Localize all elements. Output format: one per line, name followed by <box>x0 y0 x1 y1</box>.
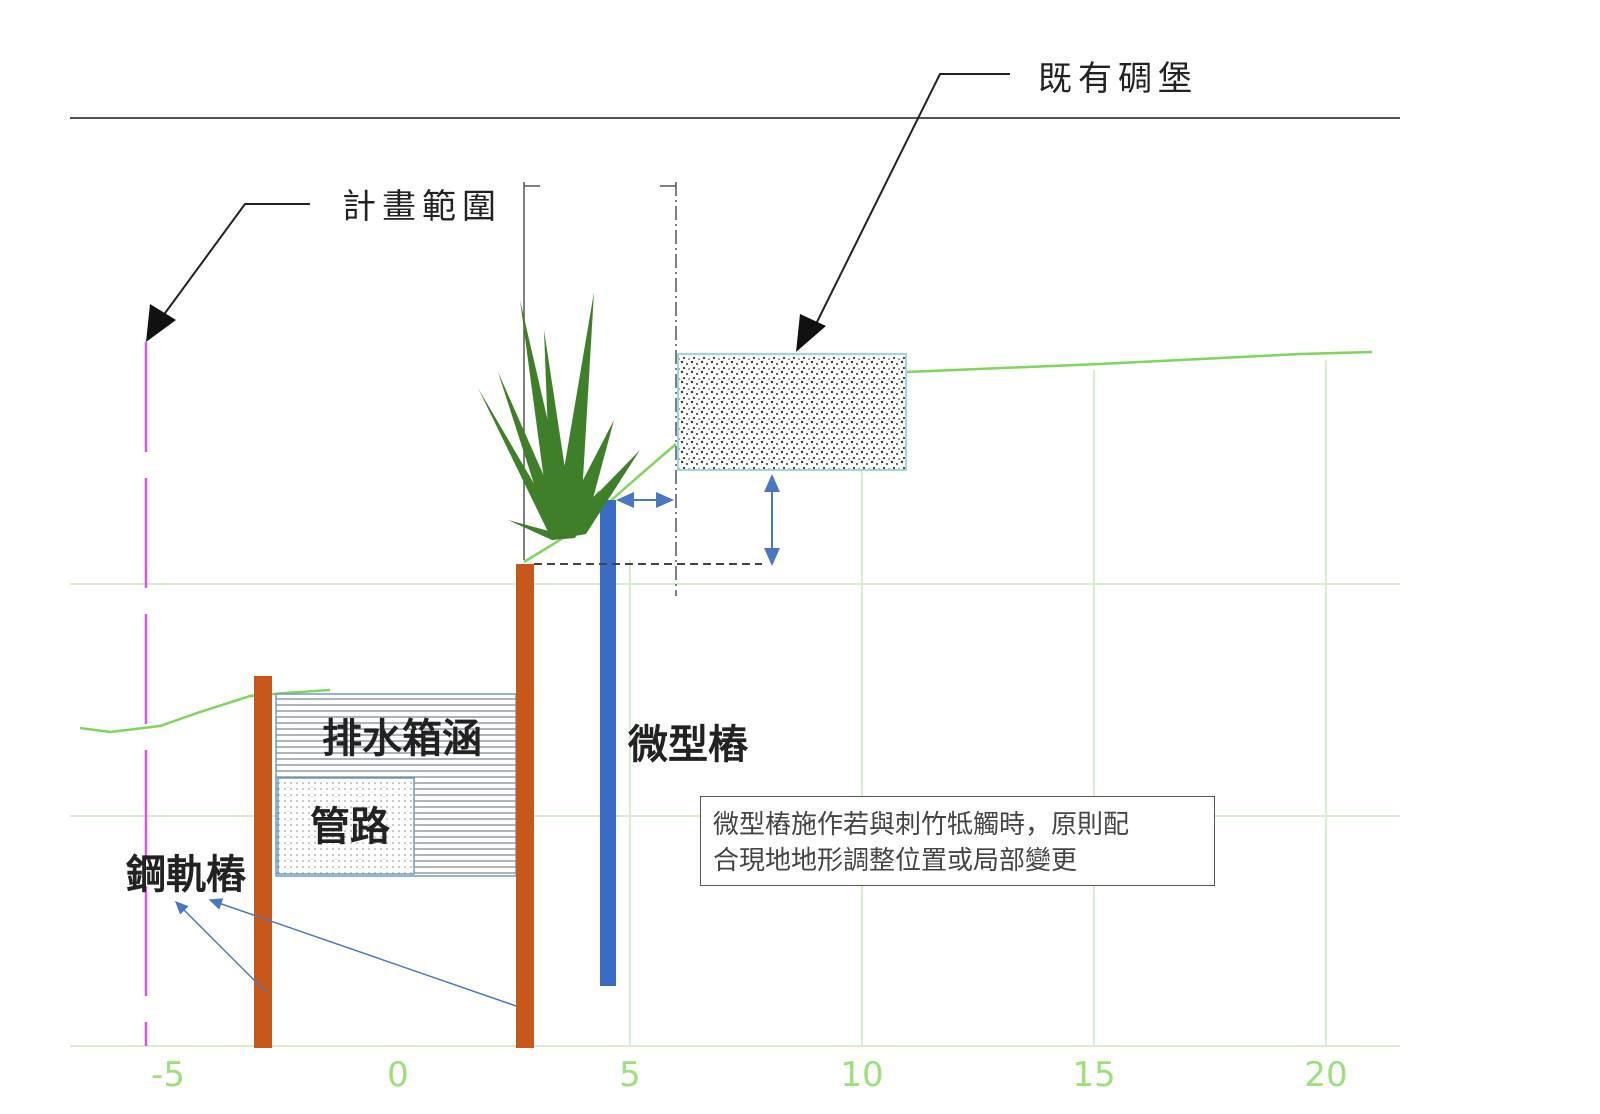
x-axis: -5 0 5 10 15 20 <box>151 1055 1348 1095</box>
x-tick-label: 10 <box>840 1055 883 1095</box>
plan-range-arrowhead <box>146 304 176 342</box>
existing-bunker-arrowhead <box>796 314 826 352</box>
x-tick-label: 20 <box>1304 1055 1347 1095</box>
dimension-bracket <box>523 182 677 596</box>
ground-line-right <box>905 350 1373 374</box>
rail-pile-leader-1 <box>174 900 267 993</box>
existing-bunker-label: 既有碉堡 <box>1038 59 1198 99</box>
rail-pile-label: 鋼軌樁 <box>126 851 247 898</box>
rail-pile-leader-2 <box>208 898 517 1007</box>
micro-pile <box>600 500 616 986</box>
plan-range-leader <box>159 203 310 321</box>
existing-bunker-leader <box>811 73 1010 333</box>
ground-line-left <box>79 688 331 734</box>
x-tick-label: 5 <box>619 1055 641 1095</box>
plan-range-label: 計畫範圍 <box>342 187 502 227</box>
rail-pile-right <box>516 564 534 1048</box>
x-tick-label: 15 <box>1072 1055 1115 1095</box>
existing-bunker-block <box>677 353 907 471</box>
note-line-2: 合現地地形調整位置或局部變更 <box>713 846 1078 876</box>
pipeline-label: 管路 <box>310 803 391 850</box>
drainage-culvert-label: 排水箱涵 <box>322 715 482 762</box>
micro-pile-label: 微型樁 <box>627 721 749 768</box>
x-tick-label: 0 <box>387 1055 409 1095</box>
note-line-1: 微型樁施作若與刺竹牴觸時，原則配 <box>713 810 1130 840</box>
x-tick-label: -5 <box>151 1055 185 1095</box>
rail-pile-left <box>254 676 272 1048</box>
bamboo-clump <box>478 292 640 540</box>
note-box: 微型樁施作若與刺竹牴觸時，原則配 合現地地形調整位置或局部變更 <box>700 796 1215 886</box>
pipeline <box>277 777 415 875</box>
